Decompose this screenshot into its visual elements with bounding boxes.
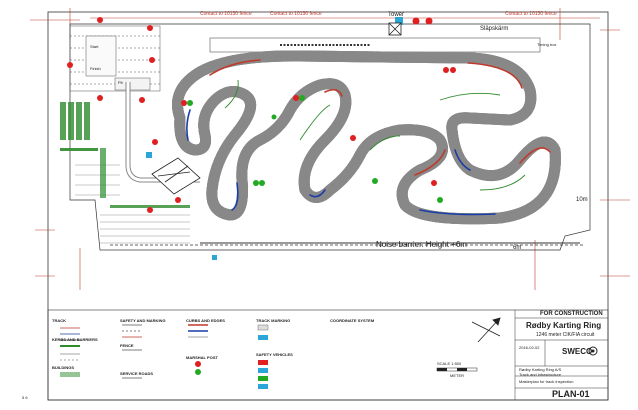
description-2: Track and infrastructure	[519, 372, 562, 377]
legend-track-title: TRACK	[52, 318, 66, 323]
fence-note-right: Contact to 10130 fence	[505, 11, 557, 17]
date-value: 2016-02-02	[519, 345, 540, 350]
project-subtitle: 1246 meter CIK/FIA circuit	[536, 332, 595, 338]
sweco-logo	[588, 346, 598, 356]
legend-graphics	[60, 324, 269, 389]
grass-edges	[224, 79, 526, 191]
grass-strips	[60, 102, 190, 208]
scale-label: SCALE 1:500	[437, 361, 462, 366]
service-buildings	[146, 17, 403, 260]
scale-bar	[436, 367, 478, 372]
timing-label: Timing box	[537, 42, 557, 47]
legend-vehicles-title: SAFETY VEHICLES	[256, 352, 293, 357]
tower-label: Tower	[388, 12, 405, 18]
kart-track	[178, 56, 556, 219]
title-block-lines	[514, 310, 608, 400]
fence-note-mid: Contact to 10130 fence	[270, 11, 322, 17]
corner-mark: 5 6	[22, 395, 28, 400]
distance-6m: 6m	[513, 245, 522, 251]
legend-service-title: SERVICE ROADS	[120, 371, 154, 376]
legend-curbs-title: CURBS AND EDGES	[186, 318, 225, 323]
legend-buildings-title: BUILDINGS	[52, 365, 74, 370]
pit-building	[151, 157, 201, 195]
paddock-area	[69, 25, 161, 92]
fence-note-left: Contact to 10130 fence	[200, 11, 252, 17]
legend-coordinate-title: COORDINATE SYSTEM	[330, 318, 375, 323]
site-boundary-lines	[30, 8, 630, 290]
tower	[388, 22, 402, 36]
legend-marshal-title: MARSHAL POST	[186, 355, 218, 360]
pit-label: Pit	[118, 80, 123, 85]
stamp-label: FOR CONSTRUCTION	[540, 311, 603, 317]
kerbs	[186, 59, 551, 216]
slapskarm-label: Släpskärm	[480, 26, 509, 32]
description-3: Masterplan for track inspection	[519, 379, 574, 384]
compass-icon	[471, 317, 501, 343]
distance-10m: 10m	[576, 197, 588, 203]
parking-grid	[75, 164, 190, 251]
description-1: Rødby Karting Ring A/S	[519, 367, 562, 372]
marshal-posts	[67, 17, 456, 213]
main-straight	[209, 37, 541, 53]
start-label: Start	[90, 44, 99, 49]
project-title: Rødby Karting Ring	[526, 321, 602, 330]
site-fence	[69, 23, 591, 251]
legend-marking-title: TRACK MARKING	[256, 318, 291, 323]
legend-safety-title: SAFETY AND MARKING	[120, 318, 166, 323]
service-road	[125, 82, 200, 183]
scale-unit: METER	[450, 373, 464, 378]
title-area-border	[47, 309, 609, 401]
legend-kerbs-title: KERBS AND BARRIERS	[52, 337, 98, 342]
legend-fence-title: FENCE	[120, 343, 134, 348]
noise-barrier-label: Noise barrier. Height +6m	[376, 240, 467, 249]
finish-label: Finish	[90, 66, 101, 71]
drawing-number: PLAN-01	[552, 389, 590, 399]
firm-name: SWECO	[562, 347, 593, 356]
